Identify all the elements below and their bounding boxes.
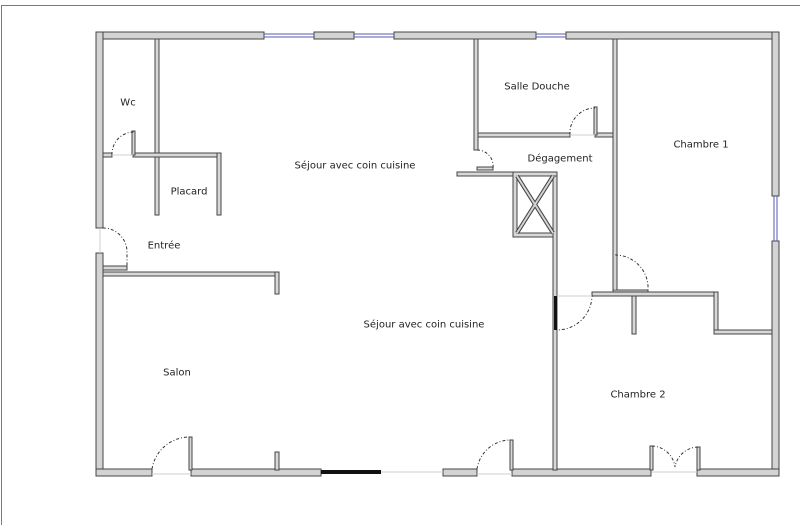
room-label-sejour-top: Séjour avec coin cuisine [294, 160, 416, 172]
room-label-chambre-2: Chambre 2 [610, 389, 666, 401]
room-label-wc: Wc [120, 97, 136, 109]
windows [264, 33, 778, 241]
room-label-entree: Entrée [147, 240, 181, 252]
room-label-sejour-bottom: Séjour avec coin cuisine [363, 319, 485, 331]
room-label-salon: Salon [163, 367, 191, 379]
floor-plan [95, 31, 780, 477]
drawing-frame [1, 5, 800, 525]
room-label-degagement: Dégagement [527, 153, 593, 165]
room-label-chambre-1: Chambre 1 [673, 139, 729, 151]
interior-walls [102, 38, 773, 471]
door-swings [99, 107, 699, 475]
exterior-walls [95, 31, 780, 477]
closet-cross-icon [515, 174, 555, 235]
room-label-placard: Placard [170, 186, 208, 198]
room-label-salle-douche: Salle Douche [504, 81, 570, 93]
